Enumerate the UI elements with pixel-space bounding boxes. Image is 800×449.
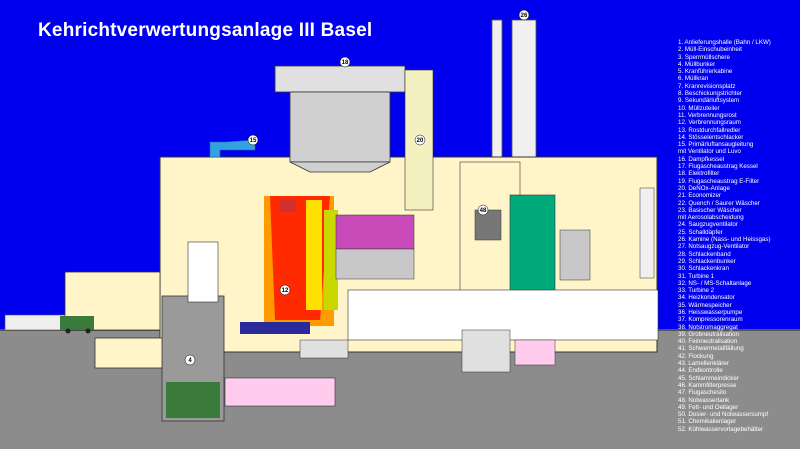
callout-12: 12 [279, 284, 291, 296]
legend-item: 8. Beschickungstrichter [678, 90, 742, 98]
boiler-pass-1 [306, 200, 322, 310]
bunker-basement [94, 337, 166, 369]
legend-item: 17. Flugascheaustrag Kessel [678, 163, 758, 171]
electrofilter-body [289, 91, 391, 163]
legend-item: 26. Kamine (Nass- und Heissgas) [678, 236, 771, 244]
electrofilter-roof [274, 65, 406, 93]
callout-4: 4 [184, 354, 196, 366]
callout-12-number: 12 [282, 288, 289, 294]
steam-drum [280, 200, 296, 212]
exhaust-stack [639, 187, 655, 279]
callout-20: 20 [414, 134, 426, 146]
compressor-room [461, 329, 511, 373]
callout-48: 48 [477, 204, 489, 216]
legend-item: 32. NS- / MS-Schaltanlage [678, 279, 752, 287]
legend-item: 38. Notstromaggregat [678, 323, 738, 331]
callout-26: 26 [518, 9, 530, 21]
callout-18: 18 [339, 56, 351, 68]
legend-item: 36. Heisswasserpumpe [678, 308, 743, 316]
callout-26-number: 26 [521, 13, 528, 19]
feed-hopper [187, 241, 219, 303]
legend-item: 16. Dampfkessel [678, 155, 725, 163]
legend-item: 25. Schalldäpfer [678, 228, 723, 236]
legend-item: 5. Kranführerkabine [678, 68, 733, 76]
legend-item: 33. Turbine 2 [678, 287, 715, 295]
legend-item: 39. Grobneutralisation [678, 330, 739, 338]
legend-item: 49. Fett- und Oellager [678, 403, 739, 411]
legend-item: 9. Sekundärluftsystem [678, 97, 740, 105]
legend-item: 4. Müllbunker [678, 60, 716, 68]
dust-filter [474, 209, 502, 241]
legend-item: 2. Müll-Einschubeinheit [678, 46, 742, 54]
callout-15: 15 [247, 134, 259, 146]
legend-item: 18. Elektrofilter [678, 170, 720, 178]
legend-item: 31. Turbine 1 [678, 272, 715, 280]
component-legend: 1. Anlieferungshalle (Bahn / LKW)2. Müll… [678, 39, 800, 433]
legend-item: mit Aerosolabscheidung [678, 214, 744, 222]
legend-item: 44. Endkontrolle [678, 367, 723, 375]
legend-item: 7. Kranrevisionsplatz [678, 82, 736, 90]
legend-item: 6. Müllkran [678, 75, 709, 83]
legend-item: 40. Feinneutralisation [678, 338, 738, 346]
callout-20-number: 20 [417, 138, 424, 144]
legend-item: 23. Basischer Wäscher [678, 206, 742, 214]
legend-item: 22. Quench / Saurer Wäscher [678, 199, 760, 207]
legend-item: 52. Kühlwasservorlagebehälter [678, 425, 763, 433]
diagram-title: Kehrichtverwertungsanlage III Basel [38, 20, 373, 41]
gate-house [4, 314, 66, 331]
legend-item: mit Ventilator und Luvo [678, 148, 741, 156]
legend-item: 24. Saugzugventilator [678, 221, 738, 229]
truck-wheel-rear [85, 328, 91, 334]
legend-item: 48. Notwassertank [678, 396, 730, 404]
legend-item: 14. Stösselentschlacker [678, 133, 744, 141]
legend-item: 30. Schlackenkran [678, 265, 729, 273]
legend-item: 3. Sperrmüllschere [678, 53, 730, 61]
legend-item: 37. Kompressorenraum [678, 316, 743, 324]
legend-item: 1. Anlieferungshalle (Bahn / LKW) [678, 39, 771, 46]
legend-item: 51. Chemikalienlager [678, 418, 737, 426]
legend-item: 21. Economizer [678, 192, 721, 200]
bunker-waste-fill [166, 382, 220, 418]
legend-item: 34. Heizkondensator [678, 294, 735, 302]
slag-bunker [224, 377, 336, 407]
legend-item: 12. Verbrennungsraum [678, 119, 741, 127]
legend-item: 35. Wärmespeicher [678, 301, 732, 309]
legend-item: 41. Schwermetallfällung [678, 345, 744, 353]
grate [240, 322, 310, 334]
callout-4-number: 4 [188, 358, 192, 364]
legend-item: 19. Flugascheaustrag E-Filter [678, 177, 760, 185]
legend-item: 29. Schlackenbunker [678, 257, 736, 265]
legend-item: 50. Dosier- und Notwassersumpf [678, 411, 769, 419]
callout-18-number: 18 [342, 60, 349, 66]
legend-item: 20. DeNOx-Anlage [678, 184, 730, 192]
callout-48-number: 48 [480, 208, 487, 214]
legend-item: 47. Flugaschesilo [678, 389, 727, 397]
boiler-ash-hoppers [335, 248, 415, 280]
legend-item: 46. Kammfilterpresse [678, 381, 737, 389]
legend-item: 43. Lamellenklärer [678, 360, 729, 368]
slag-extractor [299, 339, 349, 359]
legend-item: 10. Müllzuteiler [678, 104, 720, 112]
truck-wheel-front [65, 328, 71, 334]
silencer [559, 229, 591, 281]
legend-item: 42. Flockung [678, 352, 714, 360]
legend-item: 13. Rostdurchfallredler [678, 126, 741, 134]
legend-item: 45. Schlammeindicker [678, 374, 739, 382]
air-duct [209, 139, 256, 158]
boiler-heat-exchanger [335, 214, 415, 250]
chemical-store [514, 339, 556, 366]
legend-item: 28. Schlackenband [678, 250, 731, 258]
legend-item: 11. Verbrennungsrost [678, 111, 737, 119]
legend-item: 27. Notsaugzug-Ventilator [678, 243, 750, 251]
electrofilter-hopper [289, 161, 391, 173]
boiler-pass-2 [324, 210, 338, 310]
legend-item: 15. Primärluftansaugleitung [678, 141, 754, 149]
callout-15-number: 15 [250, 138, 257, 144]
garbage-truck [60, 316, 94, 330]
